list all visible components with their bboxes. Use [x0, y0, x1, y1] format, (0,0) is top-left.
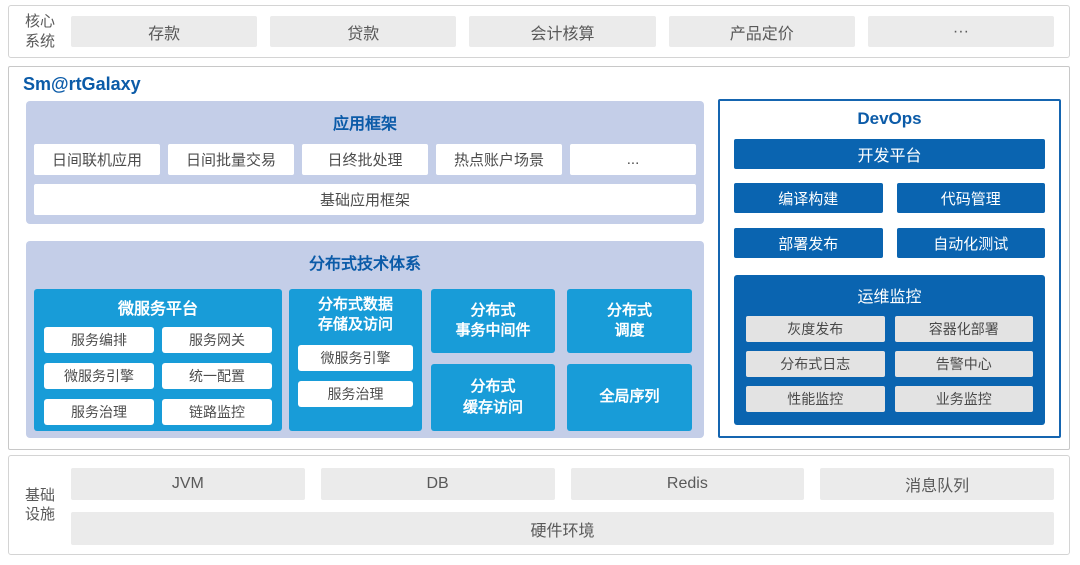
data-storage-title: 分布式数据 存储及访问 [289, 289, 422, 336]
distributed-tech-title: 分布式技术体系 [308, 256, 421, 273]
ops-monitoring-title: 运维监控 [857, 289, 922, 306]
micro-item-governance: 服务治理 [44, 399, 154, 425]
microservice-platform-block: 微服务平台 服务编排 服务网关 微服务引擎 统一配置 服务治理 链路监控 [34, 289, 282, 431]
micro-item-config: 统一配置 [162, 363, 272, 389]
devops-deploy: 部署发布 [734, 228, 883, 258]
distributed-transaction-block: 分布式 事务中间件 [431, 289, 555, 353]
data-storage-items: 微服务引擎 服务治理 [298, 344, 413, 407]
devops-tools: 编译构建 代码管理 部署发布 自动化测试 [734, 183, 1045, 258]
global-sequence-block: 全局序列 [567, 364, 692, 431]
distributed-cache-block: 分布式 缓存访问 [431, 364, 555, 431]
data-storage-title-line1: 分布式数据 [317, 296, 393, 313]
core-item-pricing: 产品定价 [668, 16, 855, 47]
infra-item-redis: Redis [570, 468, 805, 500]
scheduling-line1: 分布式 [606, 301, 652, 319]
smartgalaxy-container: Sm@rtGalaxy 应用框架 日间联机应用 日间批量交易 日终批处理 热点账… [8, 66, 1070, 450]
app-item-daytime-online: 日间联机应用 [34, 144, 160, 175]
infrastructure-items: JVM DB Redis 消息队列 [71, 468, 1054, 500]
smartgalaxy-title: Sm@rtGalaxy [23, 74, 141, 94]
infra-item-db: DB [320, 468, 555, 500]
core-item-more: ··· [867, 16, 1055, 47]
microservice-platform-items: 服务编排 服务网关 微服务引擎 统一配置 服务治理 链路监控 [44, 327, 272, 425]
monitor-performance: 性能监控 [746, 386, 885, 412]
monitor-business: 业务监控 [894, 386, 1033, 412]
core-item-accounting: 会计核算 [469, 16, 656, 47]
devops-code-mgmt: 代码管理 [896, 183, 1045, 213]
app-item-daytime-batch: 日间批量交易 [168, 144, 294, 175]
monitor-gray-release: 灰度发布 [746, 316, 885, 342]
core-item-loan: 贷款 [270, 16, 457, 47]
core-system-section: 核心 系统 存款 贷款 会计核算 产品定价 ··· [8, 5, 1070, 58]
infrastructure-section: 基础 设施 JVM DB Redis 消息队列 硬件环境 [8, 455, 1070, 555]
transaction-line1: 分布式 [470, 301, 516, 319]
devops-build: 编译构建 [734, 183, 883, 213]
app-framework-base: 基础应用框架 [34, 184, 696, 215]
devops-auto-test: 自动化测试 [896, 228, 1045, 258]
devops-panel: DevOps 开发平台 编译构建 代码管理 部署发布 自动化测试 运维监控 灰度… [718, 99, 1061, 438]
monitor-alert-center: 告警中心 [894, 351, 1033, 377]
data-storage-block: 分布式数据 存储及访问 微服务引擎 服务治理 [289, 289, 422, 431]
data-storage-title-line2: 存储及访问 [317, 316, 393, 334]
monitor-container-deploy: 容器化部署 [894, 316, 1033, 342]
app-item-eod-batch: 日终批处理 [302, 144, 428, 175]
devops-dev-platform: 开发平台 [734, 139, 1045, 169]
distributed-tech-panel: 分布式技术体系 微服务平台 服务编排 服务网关 微服务引擎 统一配置 服务治理 … [26, 241, 704, 438]
microservice-platform-title: 微服务平台 [117, 301, 198, 318]
scheduling-line2: 调度 [614, 322, 645, 339]
infra-item-jvm: JVM [71, 468, 305, 500]
global-sequence-line1: 全局序列 [599, 388, 660, 406]
devops-title: DevOps [857, 109, 922, 128]
micro-item-orchestration: 服务编排 [44, 327, 154, 353]
storage-item-engine: 微服务引擎 [298, 344, 413, 371]
micro-item-engine: 微服务引擎 [44, 363, 154, 389]
app-framework-panel: 应用框架 日间联机应用 日间批量交易 日终批处理 热点账户场景 ... 基础应用… [26, 101, 704, 224]
micro-item-tracing: 链路监控 [162, 399, 272, 425]
distributed-scheduling-block: 分布式 调度 [567, 289, 692, 353]
app-item-more: ... [570, 144, 696, 175]
core-item-deposit: 存款 [71, 16, 258, 47]
core-system-label: 核心 系统 [9, 12, 71, 51]
transaction-line2: 事务中间件 [455, 322, 531, 339]
ops-monitoring-items: 灰度发布 容器化部署 分布式日志 告警中心 性能监控 业务监控 [746, 316, 1033, 412]
ops-monitoring-block: 运维监控 灰度发布 容器化部署 分布式日志 告警中心 性能监控 业务监控 [734, 275, 1045, 425]
micro-item-gateway: 服务网关 [162, 327, 272, 353]
app-framework-items: 日间联机应用 日间批量交易 日终批处理 热点账户场景 ... [34, 144, 696, 175]
infra-item-mq: 消息队列 [820, 468, 1054, 500]
cache-line2: 缓存访问 [462, 398, 523, 416]
storage-item-governance: 服务治理 [298, 380, 413, 407]
app-item-hot-account: 热点账户场景 [436, 144, 562, 175]
app-framework-title: 应用框架 [332, 116, 397, 133]
core-system-label-line2: 系统 [24, 32, 55, 50]
infra-hardware-env: 硬件环境 [71, 512, 1054, 545]
core-system-items: 存款 贷款 会计核算 产品定价 ··· [71, 16, 1069, 47]
infrastructure-label: 基础 设施 [9, 456, 71, 554]
core-system-label-line1: 核心 [24, 13, 55, 30]
monitor-distributed-log: 分布式日志 [746, 351, 885, 377]
cache-line1: 分布式 [470, 378, 516, 396]
infrastructure-content: JVM DB Redis 消息队列 硬件环境 [71, 456, 1069, 554]
infrastructure-label-line2: 设施 [24, 506, 55, 523]
infrastructure-label-line1: 基础 [24, 486, 55, 504]
